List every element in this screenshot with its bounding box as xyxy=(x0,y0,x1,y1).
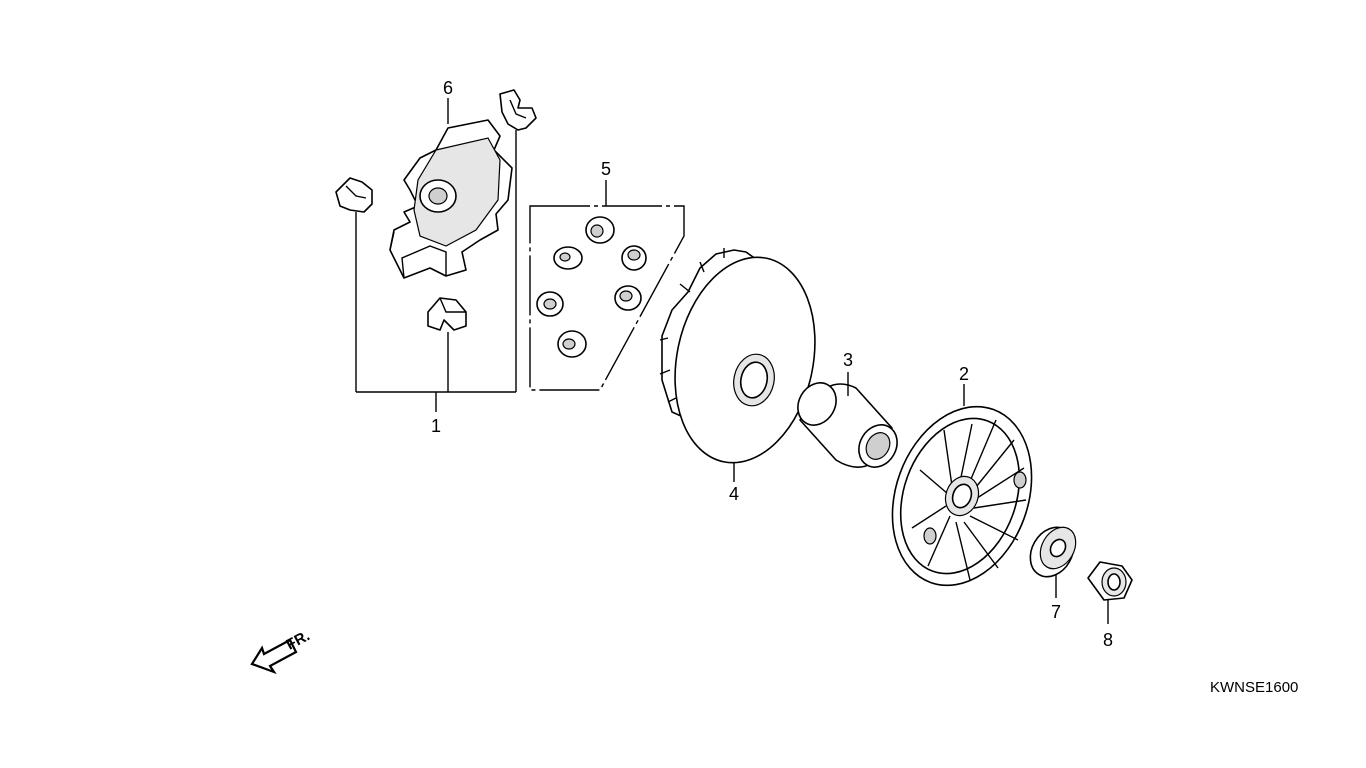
washer[interactable] xyxy=(1022,519,1083,598)
drive-collar[interactable] xyxy=(790,372,904,474)
slider-clip-left[interactable] xyxy=(335,177,373,213)
callout-2: 2 xyxy=(959,364,969,384)
slider-clip-bottom[interactable] xyxy=(427,297,467,331)
roller-set-box xyxy=(529,180,685,391)
movable-drive-face[interactable] xyxy=(657,244,833,482)
callout-1: 1 xyxy=(431,416,441,436)
callout-4: 4 xyxy=(729,484,739,504)
drive-face[interactable] xyxy=(869,384,1056,605)
diagram-code: KWNSE1600 xyxy=(1210,679,1298,696)
callout-8: 8 xyxy=(1103,630,1113,650)
callout-5: 5 xyxy=(601,159,611,179)
ramp-plate[interactable] xyxy=(389,119,513,279)
callout-1-bracket xyxy=(355,130,517,412)
callout-7: 7 xyxy=(1051,602,1061,622)
callout-3: 3 xyxy=(843,350,853,370)
nut[interactable] xyxy=(1087,561,1133,624)
callout-6: 6 xyxy=(443,78,453,98)
front-direction-arrow: FR. xyxy=(250,627,313,675)
slider-clip-top[interactable] xyxy=(499,89,537,131)
weight-rollers[interactable] xyxy=(536,216,647,358)
